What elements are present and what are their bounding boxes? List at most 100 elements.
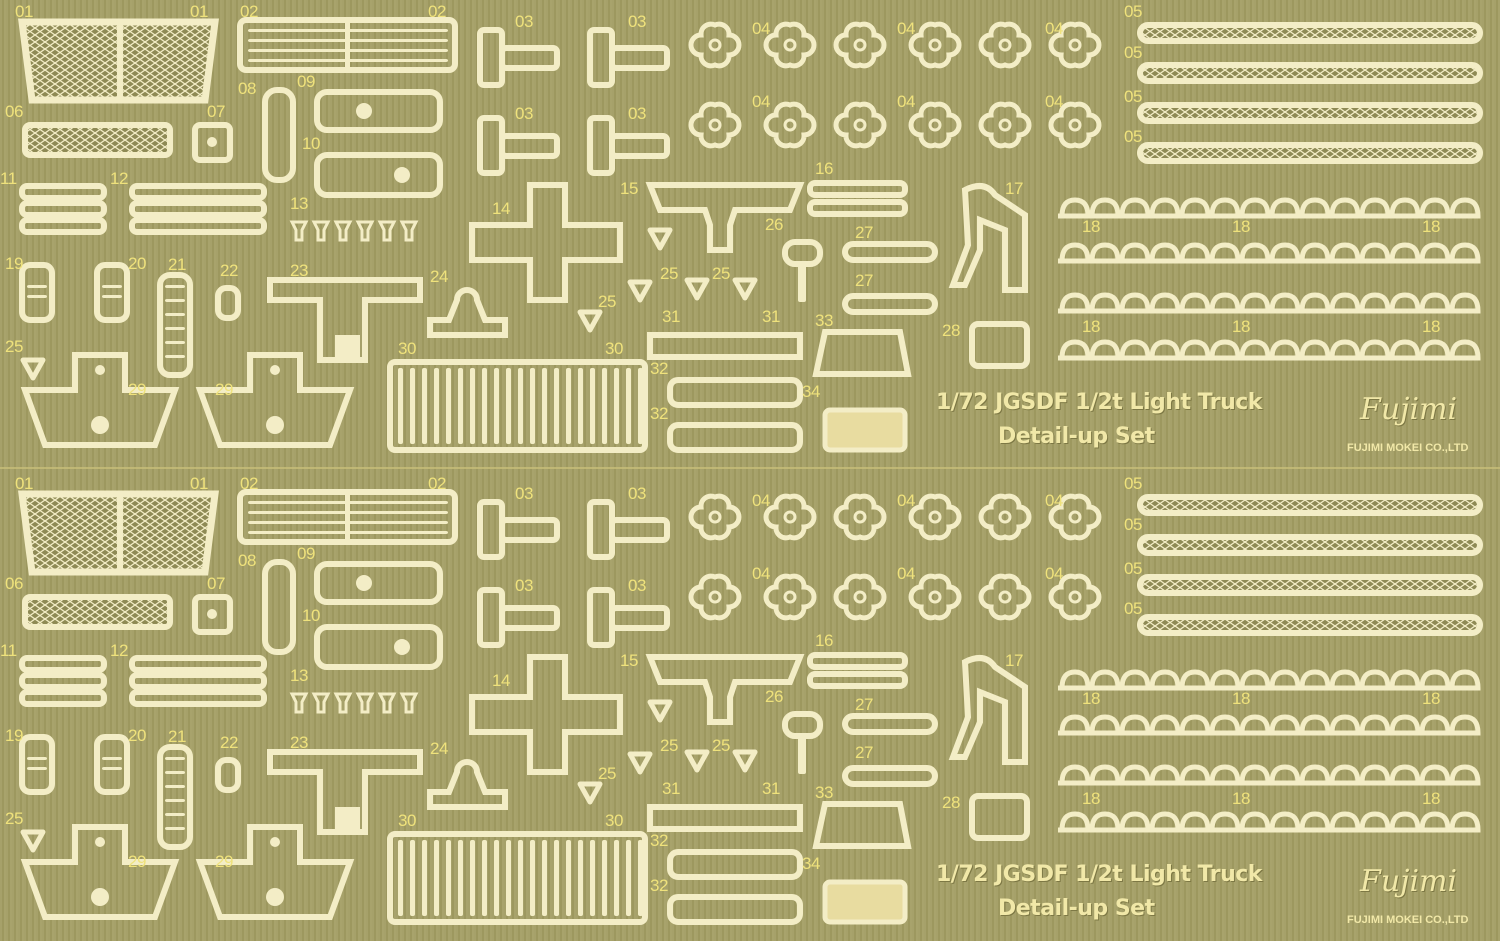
part-09 [314,561,443,605]
part-number-label: 04 [752,564,770,583]
part-30-slat [542,368,547,444]
part-10 [314,624,443,670]
part-number-label: 25 [5,809,23,828]
part-16 [807,652,908,670]
part-number-label: 32 [650,359,668,378]
part-number-label: 18 [1082,789,1100,808]
part-04 [763,573,817,621]
part-number-label: 03 [628,12,646,31]
part-30-slat [518,368,523,444]
part-27 [842,713,938,735]
part-14-cross [469,654,623,775]
part-number-label: 34 [802,382,820,401]
part-number-label: 21 [168,255,186,274]
part-25-triangle [627,279,653,303]
part-30-slat [542,840,547,916]
part-30-slat [434,840,439,916]
rib [165,355,185,358]
part-30-slat [446,368,451,444]
fret-1 [18,17,1483,453]
part-04 [833,101,887,149]
part-number-label: 24 [430,739,448,758]
part-26 [782,239,823,267]
rib [165,813,185,816]
part-04 [908,101,962,149]
part-number-label: 18 [1422,689,1440,708]
part-27 [842,765,938,787]
part-04-hole [853,38,867,52]
part-25-triangle [20,357,46,381]
part-number-label: 22 [220,261,238,280]
part-04-hole [853,590,867,604]
part-number-label: 03 [628,484,646,503]
part-19-20 [94,262,130,323]
part-number-label: 15 [620,179,638,198]
part-04 [763,21,817,69]
part-number-label: 05 [1124,87,1142,106]
part-30-slat [506,368,511,444]
part-number-label: 16 [815,631,833,650]
part-05-strip [1137,102,1483,124]
part-11-bar [19,183,107,201]
part-04-hole [928,38,942,52]
part-04 [688,493,742,541]
part-05-strip [1137,62,1483,84]
part-34 [822,879,908,925]
part-05-strip [1137,22,1483,44]
hole [356,575,372,591]
part-number-label: 23 [290,733,308,752]
part-30-slat [590,368,595,444]
part-18-strip [1058,292,1481,314]
part-13 [289,220,309,242]
hole [356,103,372,119]
part-30-slat [518,840,523,916]
part-number-label: 13 [290,666,308,685]
part-30-slat [398,840,403,916]
part-number-label: 19 [5,254,23,273]
part-03-arm [609,133,670,159]
part-number-label: 03 [515,484,533,503]
part-12-bar [129,655,267,673]
part-30-slat [578,368,583,444]
part-25-triangle [627,751,653,775]
part-30-slat [470,840,475,916]
part-03 [587,115,615,176]
part-23-pad [335,335,360,360]
part-18-strip [1058,669,1481,691]
part-04-hole [928,590,942,604]
part-12-bar [129,689,267,707]
part-number-label: 06 [5,574,23,593]
slot [102,757,122,760]
part-number-label: 17 [1005,651,1023,670]
part-04 [833,573,887,621]
part-18-strip [1058,714,1481,736]
part-25-triangle [684,749,710,773]
rib [165,313,185,316]
part-16 [807,671,908,689]
part-04-hole [998,510,1012,524]
part-24 [427,287,508,338]
part-number-label: 30 [398,811,416,830]
part-number-label: 04 [1045,564,1063,583]
rib [165,299,185,302]
part-number-label: 11 [0,169,17,188]
part-32 [667,849,803,880]
part-number-label: 10 [302,134,320,153]
part-16 [807,199,908,217]
part-03 [587,587,615,648]
part-04-hole [998,118,1012,132]
part-number-label: 03 [628,104,646,123]
part-03 [587,499,615,560]
part-25-triangle [732,749,758,773]
part-33 [812,329,912,377]
part-number-label: 04 [897,19,915,38]
part-13 [399,692,419,714]
part-09 [314,89,443,133]
part-05-strip [1137,614,1483,636]
part-04-hole [853,510,867,524]
part-30-slat [614,840,619,916]
part-10 [314,152,443,198]
hole [270,837,280,847]
